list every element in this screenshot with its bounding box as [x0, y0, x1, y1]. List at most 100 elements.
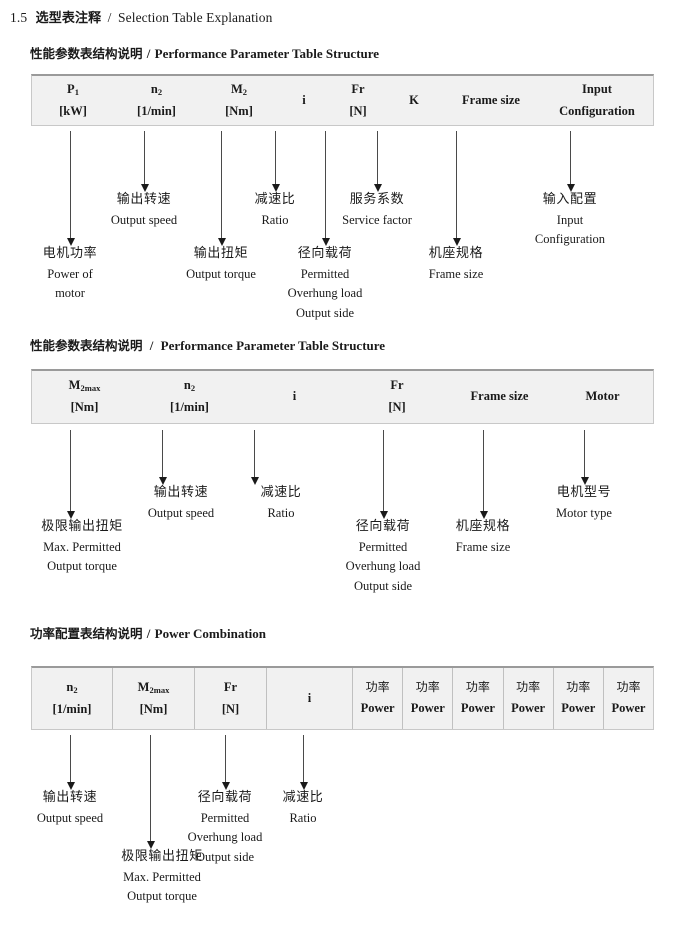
arrow-to-max-output-torque-3: [146, 735, 155, 849]
label-frame-size-2-cn: 机座规格: [455, 519, 511, 534]
arrow-to-ratio-3: [299, 735, 308, 790]
table3-col-power-1-en: Power: [360, 701, 395, 716]
table2-col-motor: Motor: [552, 371, 653, 423]
table1-col-m2-symbol: M: [230, 81, 243, 96]
table3-col-power-4-cn: 功率: [516, 680, 541, 695]
table3-col-m2max: M2max [Nm]: [112, 668, 194, 729]
label-overhung-load-2-en1: Permitted: [358, 539, 408, 554]
label-motor-type: 电机型号 Motor type: [556, 483, 612, 523]
label-overhung-load-1-en3: Output side: [296, 306, 354, 321]
label-frame-size-1-cn: 机座规格: [428, 246, 484, 261]
table2-col-n2-symbol: n: [183, 378, 191, 393]
table3-col-n2-unit: [1/min]: [52, 701, 92, 716]
table1-col-n2-sub: 2: [157, 86, 163, 97]
table3-col-power-2-cn: 功率: [415, 680, 440, 695]
performance-parameter-table-1: P1 [kW] n2 [1/min] M2 [Nm] i Fr [N] K Fr…: [31, 74, 654, 126]
table3-col-power-6-cn: 功率: [616, 680, 641, 695]
table1-col-i-symbol: i: [302, 92, 306, 107]
label-max-output-torque-2-en2: Output torque: [47, 559, 117, 574]
label-max-output-torque-3: 极限输出扭矩 Max. Permitted Output torque: [121, 847, 203, 907]
table1-col-i: i: [279, 76, 329, 125]
table3-col-m2max-symbol: M: [137, 679, 150, 694]
label-ratio-1: 减速比 Ratio: [255, 190, 296, 230]
label-output-torque-1-en: Output torque: [186, 266, 256, 281]
arrow-to-output-speed-3: [66, 735, 75, 790]
section-1-title-cn: 性能参数表结构说明: [30, 46, 143, 61]
section-3-title-separator: /: [146, 626, 151, 641]
table3-col-n2-symbol: n: [66, 679, 74, 694]
arrow-to-power-of-motor: [66, 131, 75, 246]
table1-col-input-configuration-line1: Input: [582, 81, 612, 96]
label-input-configuration-en1: Input: [556, 212, 584, 227]
label-input-configuration-cn: 输入配置: [542, 192, 598, 207]
label-max-output-torque-2: 极限输出扭矩 Max. Permitted Output torque: [41, 517, 123, 577]
label-overhung-load-1-cn: 径向载荷: [297, 246, 353, 261]
label-overhung-load-3-en2: Overhung load: [187, 830, 263, 845]
table1-col-frame-size-symbol: Frame size: [462, 92, 520, 107]
label-input-configuration-en2: Configuration: [534, 232, 606, 247]
label-output-speed-1-en: Output speed: [110, 212, 178, 227]
label-overhung-load-3-en1: Permitted: [200, 810, 250, 825]
table2-col-fr: Fr [N]: [347, 371, 447, 423]
arrow-to-max-output-torque-2: [66, 430, 75, 519]
table2-col-m2max-symbol: M: [68, 378, 81, 393]
label-ratio-3-en: Ratio: [289, 810, 317, 825]
label-service-factor-en: Service factor: [342, 212, 412, 227]
table2-col-fr-unit: [N]: [388, 400, 406, 414]
table3-col-power-1-cn: 功率: [365, 680, 390, 695]
label-overhung-load-1-en2: Overhung load: [287, 286, 363, 301]
table2-col-n2: n2 [1/min]: [137, 371, 242, 423]
label-service-factor: 服务系数 Service factor: [342, 190, 412, 230]
label-overhung-load-3-en3: Output side: [196, 850, 254, 865]
table3-col-power-5: 功率 Power: [552, 668, 603, 729]
section-3-title-en: Power Combination: [154, 626, 266, 641]
label-output-speed-1: 输出转速 Output speed: [111, 190, 177, 230]
label-output-speed-2-cn: 输出转速: [153, 485, 209, 500]
label-frame-size-2-en: Frame size: [455, 539, 511, 554]
table3-col-power-3-cn: 功率: [465, 680, 490, 695]
table3-col-power-3: 功率 Power: [452, 668, 502, 729]
table1-col-fr-symbol: Fr: [351, 81, 365, 96]
label-ratio-2-en: Ratio: [267, 505, 295, 520]
label-power-of-motor-en2: motor: [55, 286, 85, 301]
table2-col-m2max: M2max [Nm]: [32, 371, 137, 423]
table3-col-power-5-en: Power: [561, 701, 596, 716]
page-title-separator: /: [107, 10, 112, 25]
label-max-output-torque-3-cn: 极限输出扭矩: [121, 849, 203, 864]
table1-col-input-configuration: Input Configuration: [541, 76, 653, 125]
label-output-speed-2-en: Output speed: [147, 505, 215, 520]
label-motor-type-en: Motor type: [556, 505, 612, 520]
arrow-to-service-factor: [373, 131, 382, 192]
label-frame-size-1: 机座规格 Frame size: [429, 244, 484, 284]
table1-col-fr-unit: [N]: [349, 103, 367, 118]
table3-col-power-5-cn: 功率: [566, 680, 591, 695]
table2-col-frame-size: Frame size: [447, 371, 552, 423]
section-2-title-en: Performance Parameter Table Structure: [160, 338, 386, 353]
label-output-speed-3-en: Output speed: [36, 810, 104, 825]
label-max-output-torque-2-cn: 极限输出扭矩: [41, 519, 123, 534]
table2-col-m2max-sub: 2max: [80, 383, 101, 394]
arrow-to-ratio-2: [250, 430, 259, 485]
table1-col-p1: P1 [kW]: [32, 76, 114, 125]
label-ratio-1-en: Ratio: [261, 212, 289, 227]
table1-col-n2-symbol: n: [150, 81, 158, 96]
table1-col-input-configuration-line2: Configuration: [559, 103, 635, 118]
table3-col-power-4: 功率 Power: [502, 668, 553, 729]
label-overhung-load-2-en3: Output side: [354, 579, 412, 594]
table2-col-fr-symbol: Fr: [390, 378, 404, 393]
label-max-output-torque-3-en1: Max. Permitted: [123, 869, 201, 884]
table1-col-k-symbol: K: [409, 92, 419, 107]
arrow-to-output-torque-1: [217, 131, 226, 246]
label-ratio-1-cn: 减速比: [254, 192, 296, 207]
arrow-to-frame-size-2: [479, 430, 488, 519]
arrow-to-output-speed-1: [140, 131, 149, 192]
page-title-cn: 选型表注释: [35, 11, 102, 26]
label-output-speed-3-cn: 输出转速: [42, 790, 98, 805]
table1-col-fr: Fr [N]: [329, 76, 387, 125]
label-output-speed-1-cn: 输出转速: [116, 192, 172, 207]
table2-col-m2max-unit: [Nm]: [70, 400, 99, 414]
table3-col-power-3-en: Power: [460, 701, 495, 716]
label-frame-size-1-en: Frame size: [428, 266, 484, 281]
label-overhung-load-3: 径向载荷 Permitted Overhung load Output side: [188, 788, 263, 868]
page-title-number: 1.5: [10, 10, 28, 25]
